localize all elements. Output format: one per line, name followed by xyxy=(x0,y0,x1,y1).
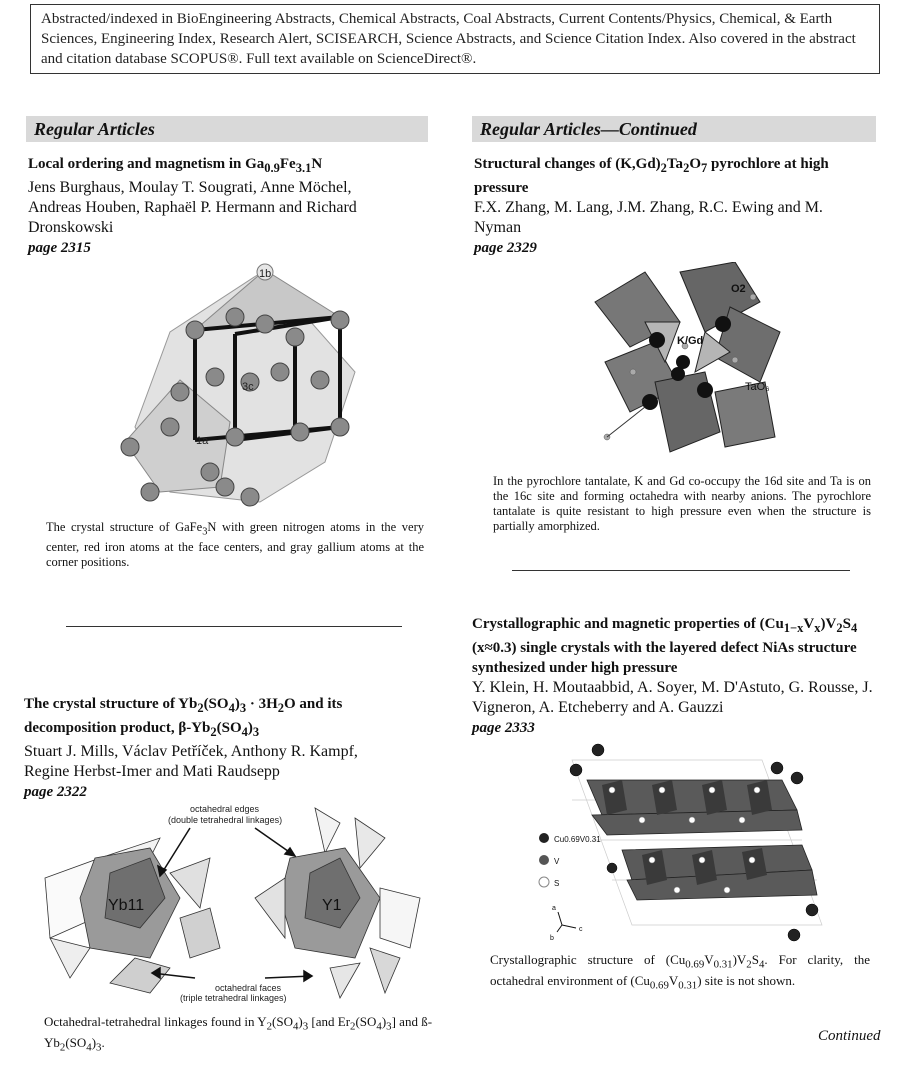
label-octahedral-edges: octahedral edges xyxy=(190,804,260,814)
article-ga-fe-n: Local ordering and magnetism in Ga0.9Fe3… xyxy=(28,154,428,258)
axis-label-c: c xyxy=(579,926,583,933)
label-tao6: TaO₆ xyxy=(745,381,770,393)
section-heading-regular-articles-continued: Regular Articles—Continued xyxy=(472,116,876,142)
site-label-3c: 3c xyxy=(242,381,254,393)
article-authors: Stuart J. Mills, Václav Petříček, Anthon… xyxy=(24,743,358,780)
index-notice: Abstracted/indexed in BioEngineering Abs… xyxy=(30,4,880,74)
divider xyxy=(512,570,850,571)
label-octahedral-faces: octahedral faces xyxy=(215,983,282,993)
legend-label-s: S xyxy=(554,879,559,888)
article-cuvs: Crystallographic and magnetic properties… xyxy=(472,614,882,738)
article-title[interactable]: The crystal structure of Yb2(SO4)3 · 3H2… xyxy=(24,696,343,739)
article-pyrochlore: Structural changes of (K,Gd)2Ta2O7 pyroc… xyxy=(474,154,874,258)
article-authors: Jens Burghaus, Moulay T. Sougrati, Anne … xyxy=(28,179,357,236)
continued-label: Continued xyxy=(818,1028,881,1044)
site-label-1b: 1b xyxy=(259,268,271,280)
article-page-link[interactable]: page 2329 xyxy=(474,240,537,256)
legend-swatch-cu-v xyxy=(539,833,549,843)
site-label-1a: 1a xyxy=(196,435,209,447)
divider xyxy=(66,626,402,627)
figure-caption: Octahedral-tetrahedral linkages found in… xyxy=(44,1014,433,1054)
article-page-link[interactable]: page 2333 xyxy=(472,720,535,736)
label-k-gd: K/Gd xyxy=(677,335,703,347)
legend-swatch-s xyxy=(538,876,550,888)
label-o2: O2 xyxy=(731,283,746,295)
article-title[interactable]: Structural changes of (K,Gd)2Ta2O7 pyroc… xyxy=(474,156,829,196)
axis-label-b: b xyxy=(550,935,554,942)
linkage-figure: octahedral edges (double tetrahedral lin… xyxy=(44,804,421,1003)
axis-label-a: a xyxy=(552,905,556,912)
article-authors: Y. Klein, H. Moutaabbid, A. Soyer, M. D'… xyxy=(472,679,873,716)
section-heading-regular-articles: Regular Articles xyxy=(26,116,428,142)
label-triple-tetrahedral: (triple tetrahedral linkages) xyxy=(180,993,287,1003)
legend-label-cu-v: Cu0.69V0.31 xyxy=(554,835,601,844)
figure-caption: Crystallographic structure of (Cu0.69V0.… xyxy=(490,952,870,992)
pyrochlore-figure: O2 K/Gd TaO₆ xyxy=(594,262,781,453)
crystal-structure-figure: 1b 3c 1a xyxy=(120,263,356,507)
label-yb11: Yb11 xyxy=(108,897,144,914)
article-title[interactable]: Crystallographic and magnetic properties… xyxy=(472,616,858,676)
article-authors: F.X. Zhang, M. Lang, J.M. Zhang, R.C. Ew… xyxy=(474,199,823,236)
figure-caption: In the pyrochlore tantalate, K and Gd co… xyxy=(493,474,871,533)
layered-structure-figure: Cu0.69V0.31 V S a b c xyxy=(538,743,823,942)
figure-caption: The crystal structure of GaFe3N with gre… xyxy=(46,520,424,569)
article-yb2so4: The crystal structure of Yb2(SO4)3 · 3H2… xyxy=(24,694,424,802)
article-page-link[interactable]: page 2315 xyxy=(28,240,91,256)
axes-indicator xyxy=(556,911,577,933)
label-y1: Y1 xyxy=(322,897,342,914)
legend-label-v: V xyxy=(554,857,560,866)
label-double-tetrahedral: (double tetrahedral linkages) xyxy=(168,815,282,825)
legend-swatch-v xyxy=(539,855,549,865)
article-page-link[interactable]: page 2322 xyxy=(24,784,87,800)
article-title[interactable]: Local ordering and magnetism in Ga0.9Fe3… xyxy=(28,156,323,175)
